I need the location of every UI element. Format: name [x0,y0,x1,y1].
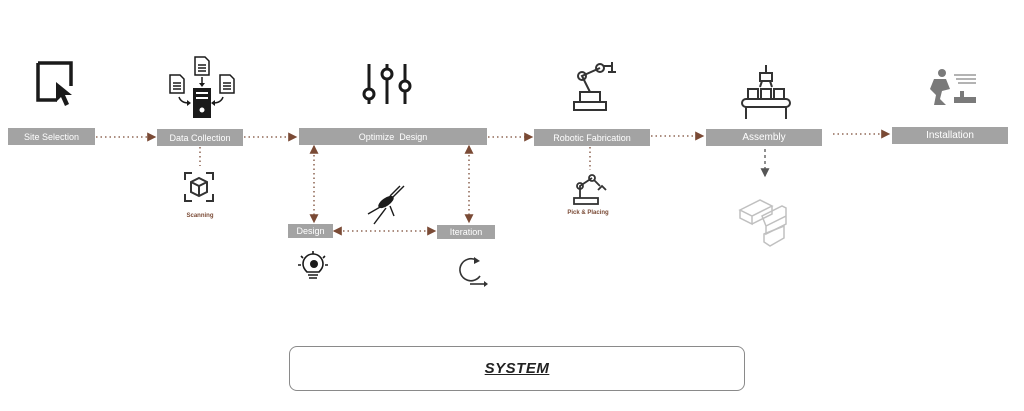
stage-assembly-label: Assembly [742,132,786,143]
robot-arm-pick-icon [573,174,607,205]
stage-assembly: Assembly [706,129,822,146]
grasshopper-icon [367,185,405,225]
stage-data-collection-label: Data Collection [169,132,231,143]
stage-robotic-fabrication: Robotic Fabrication [534,129,650,146]
iteration-cycle-icon [459,257,488,287]
worker-installing-icon [930,69,976,105]
stage-data-collection: Data Collection [157,129,243,146]
stage-optimize-design-label: Optimize Design [358,131,428,142]
bricks-icon [738,199,787,247]
conveyor-assembly-icon [741,65,791,119]
sub-iteration: Iteration [437,225,495,239]
stage-site-selection: Site Selection [8,128,95,145]
system-label: SYSTEM [484,360,550,377]
scan-cube-icon [184,172,214,202]
caption-pick-placing: Pick & Placing [567,210,609,216]
stage-installation: Installation [892,127,1008,144]
cursor-select-icon [36,61,73,106]
stage-site-selection-label: Site Selection [23,131,80,142]
lightbulb-gear-icon [298,251,328,279]
robot-arm-icon [573,62,616,111]
sub-iteration-label: Iteration [449,227,483,237]
data-server-icon [169,56,235,118]
stage-installation-label: Installation [926,130,974,141]
caption-scanning: Scanning [186,213,214,219]
sub-design-label: Design [296,226,325,236]
stage-robotic-fabrication-label: Robotic Fabrication [553,132,631,143]
stage-optimize-design: Optimize Design [299,128,487,145]
sub-design: Design [288,224,333,238]
system-panel: SYSTEM [289,346,745,391]
sliders-icon [362,64,412,104]
